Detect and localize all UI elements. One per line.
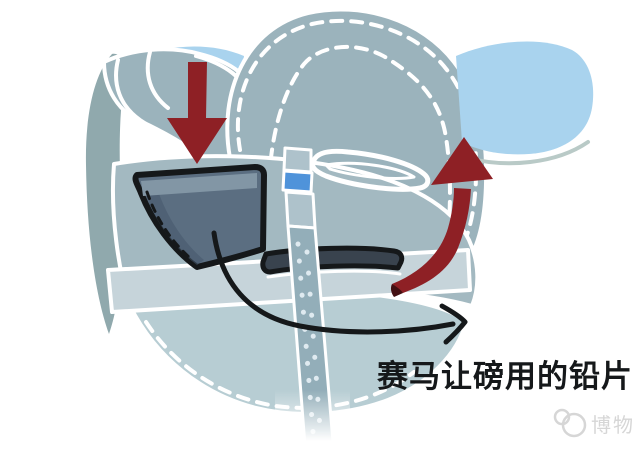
lift-arrow-tail <box>390 284 403 297</box>
pocket-rim-shape <box>260 245 405 275</box>
cantle-underside-shape <box>456 41 594 155</box>
lead-plate <box>132 164 267 270</box>
strap-fadeout <box>275 390 350 450</box>
cantle-edge-line <box>466 140 590 166</box>
strap-buckle <box>281 169 314 194</box>
pointer-arrow-icon <box>211 230 468 345</box>
watermark: 博物 <box>553 408 635 438</box>
cantle-underside <box>456 41 594 166</box>
seat-inner-stitching <box>267 44 452 242</box>
pocket-highlight-line <box>266 269 402 279</box>
stirrup-bar-slot <box>310 148 431 192</box>
lift-arrow-body <box>392 188 471 293</box>
lift-up-arrow-icon <box>390 137 493 297</box>
watermark-text: 博物 <box>591 413 635 437</box>
strap-top-segment <box>282 146 313 174</box>
stirrup-bar-outline <box>310 148 431 192</box>
lead-plate-stitching <box>145 190 192 260</box>
stirrup-bar-inner-line <box>324 161 416 180</box>
insert-down-arrow-icon <box>167 62 227 164</box>
bowu-logo-icon <box>553 408 587 438</box>
pointer-arrow-line <box>211 230 456 335</box>
strap-loop <box>284 190 317 230</box>
stirrup-strap <box>275 146 350 450</box>
lift-arrow-head <box>431 137 493 185</box>
lead-plate-shadow <box>146 191 204 265</box>
logo-large-circle <box>561 412 587 438</box>
pointer-arrow-head <box>439 303 468 345</box>
lead-plate-top-edge <box>141 173 257 196</box>
annotation-label: 赛马让磅用的铅片 <box>377 359 633 395</box>
flap-fold-highlight <box>145 50 170 110</box>
